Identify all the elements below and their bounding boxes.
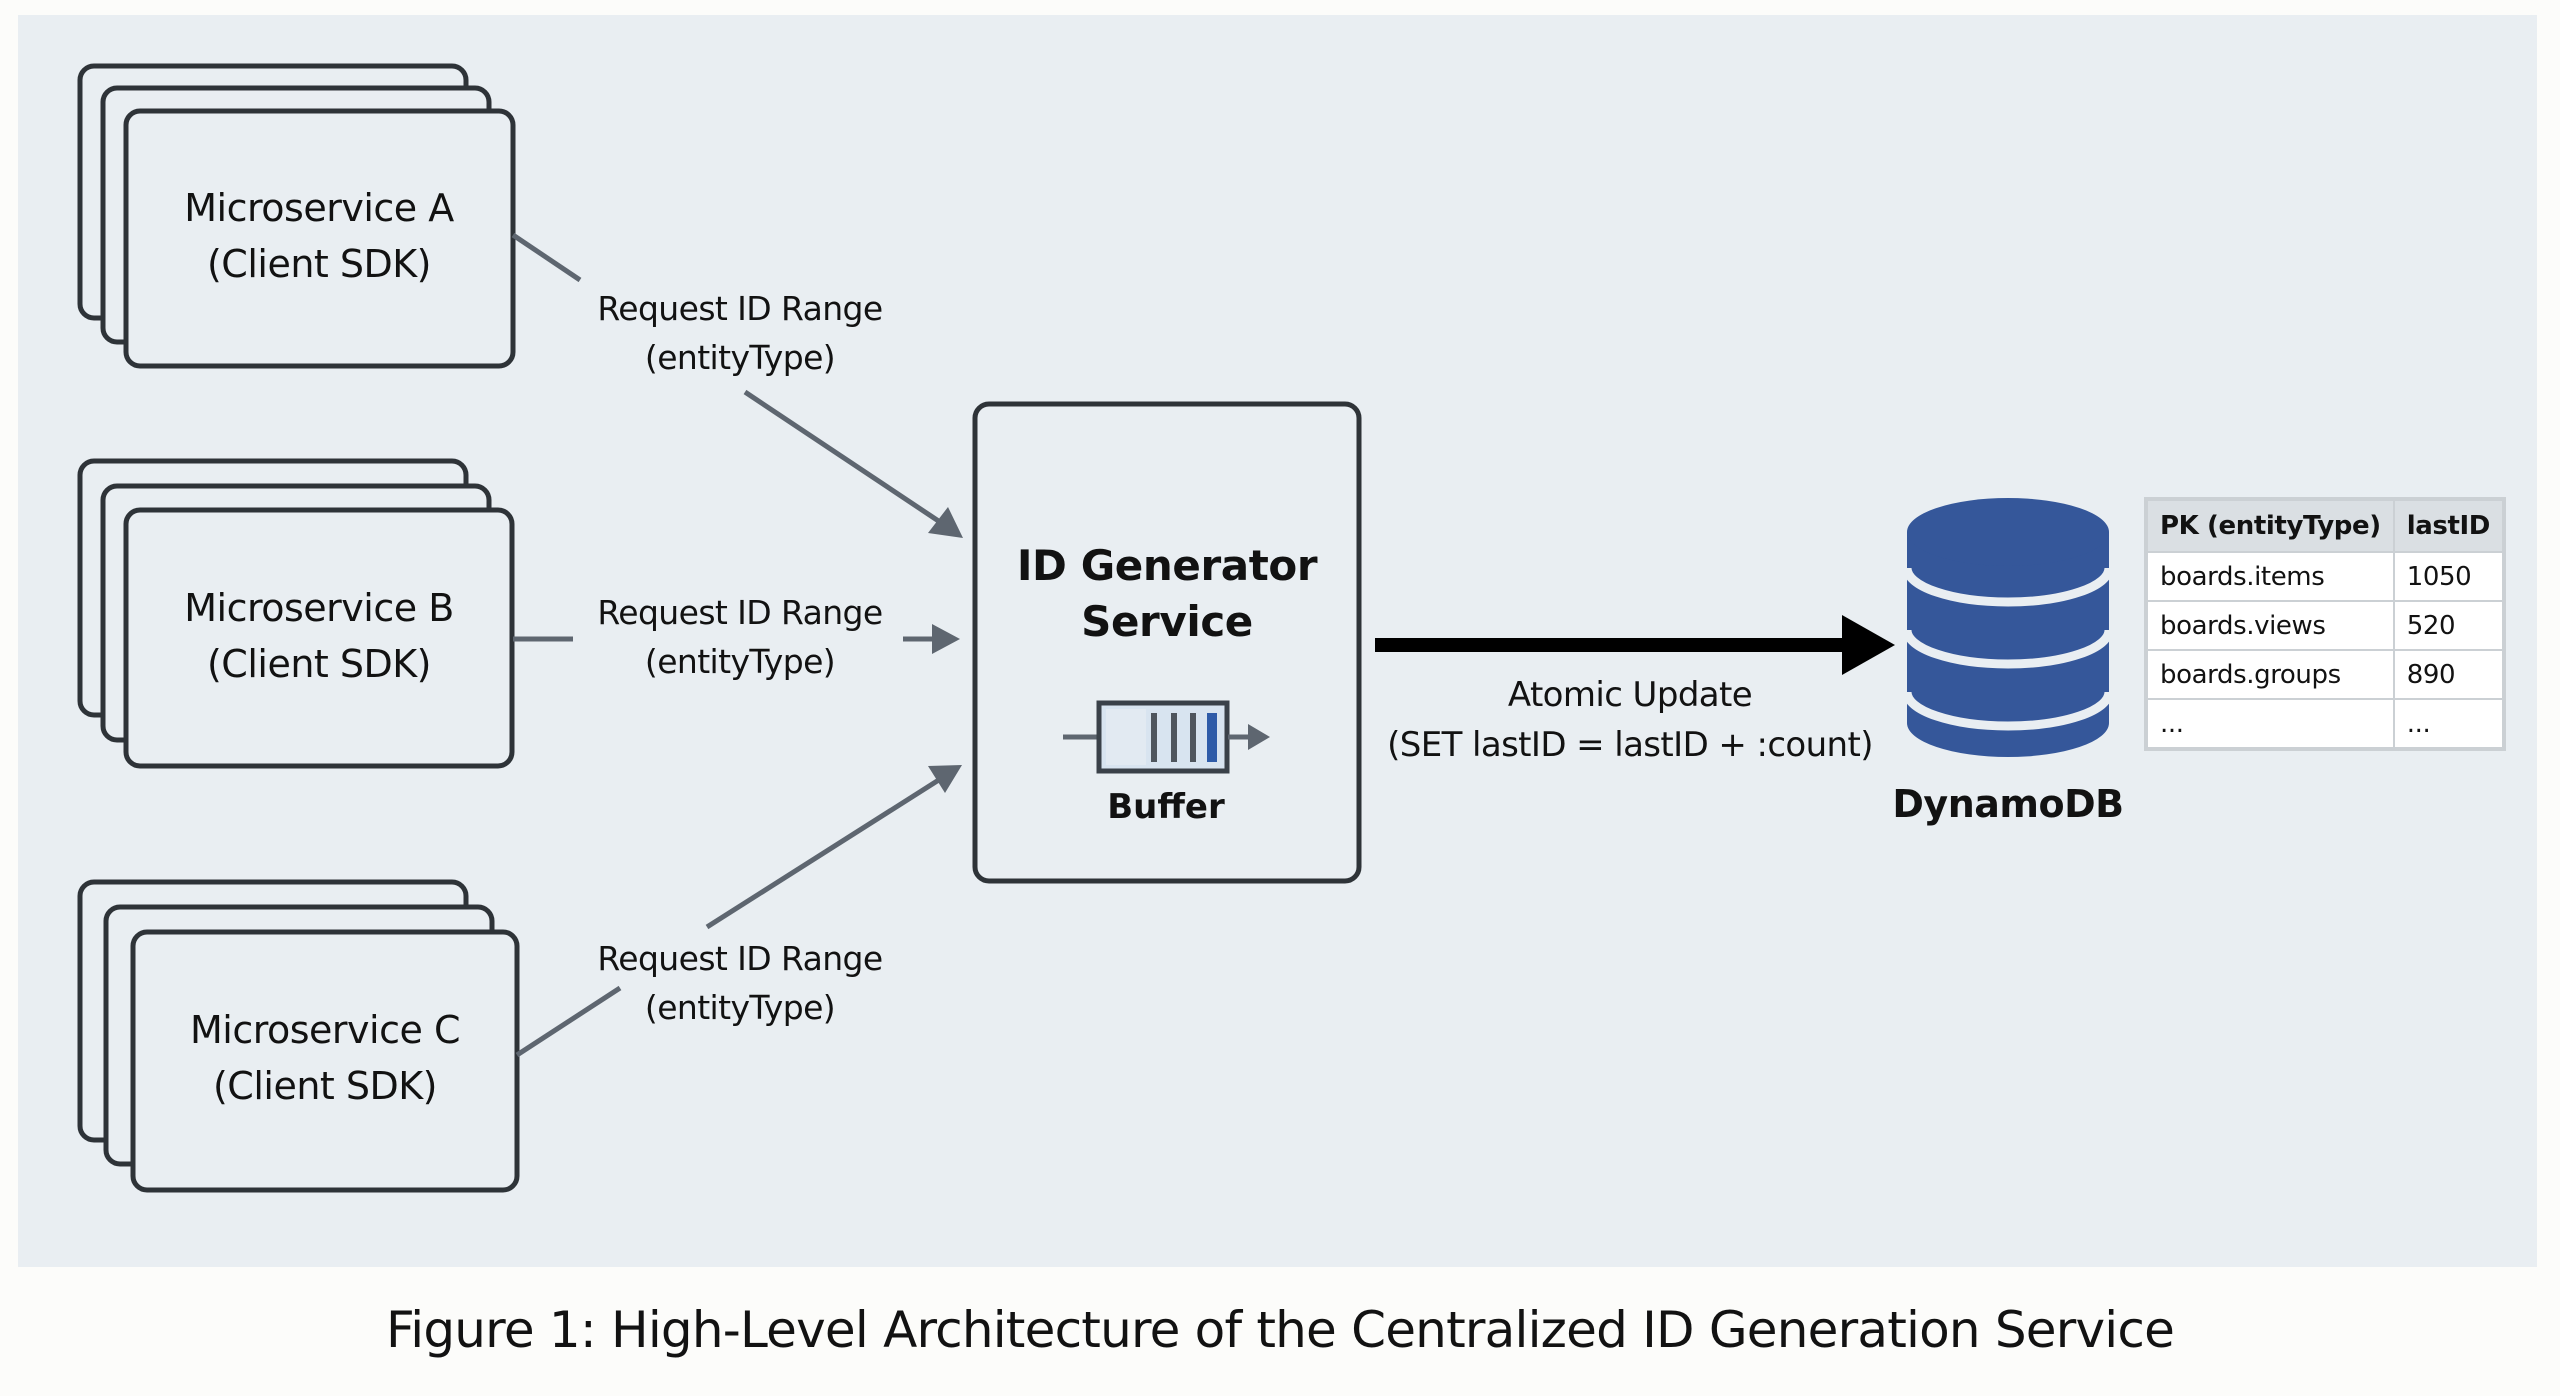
arrowhead-icon <box>932 624 960 654</box>
microservice-b-box[interactable] <box>123 507 515 769</box>
microservice-b-sub: (Client SDK) <box>206 642 432 686</box>
microservice-c-stack <box>77 879 520 1193</box>
table-cell-lastid: ... <box>2392 698 2504 749</box>
arrowhead-icon <box>1842 615 1895 675</box>
atomic-update-label: Atomic Update (SET lastID = lastID + :co… <box>1370 670 1890 770</box>
database-cylinder-icon <box>1902 498 2114 757</box>
table-cell-lastid: 520 <box>2392 600 2504 651</box>
id-generator-box[interactable] <box>972 401 1362 884</box>
table-row: boards.items 1050 <box>2146 551 2504 602</box>
request-arrow-a-tail <box>511 232 582 283</box>
microservice-a-box[interactable] <box>123 108 516 369</box>
request-arrow-c-head-line <box>705 773 947 930</box>
request-arrow-a <box>511 232 963 538</box>
request-label-a-line1: Request ID Range <box>597 289 883 328</box>
microservice-c-sub: (Client SDK) <box>212 1064 438 1108</box>
atomic-update-arrow <box>1375 615 1895 675</box>
atomic-update-expression: (SET lastID = lastID + :count) <box>1387 725 1873 765</box>
dynamodb-label: DynamoDB <box>1892 782 2124 826</box>
table-row: boards.groups 890 <box>2146 649 2504 700</box>
microservice-a-name: Microservice A <box>184 186 454 230</box>
arrowhead-icon <box>928 507 963 538</box>
request-label-a: Request ID Range (entityType) <box>570 284 910 382</box>
figure-caption: Figure 1: High-Level Architecture of the… <box>385 1301 2175 1359</box>
table-cell-pk: boards.items <box>2146 551 2395 602</box>
column-header-pk: PK (entityType) <box>2146 499 2395 553</box>
table-header-row: PK (entityType) lastID <box>2146 499 2504 553</box>
request-label-b-line2: (entityType) <box>644 642 836 681</box>
microservice-b-stack <box>77 458 515 769</box>
column-header-lastid: lastID <box>2392 499 2504 553</box>
table-row: ... ... <box>2146 698 2504 749</box>
request-arrow-b <box>513 624 960 654</box>
atomic-update-title: Atomic Update <box>1507 675 1753 715</box>
request-label-a-line2: (entityType) <box>644 338 836 377</box>
id-generator-title-line1: ID Generator <box>1016 541 1318 590</box>
microservice-c-name: Microservice C <box>189 1008 461 1052</box>
table-row: boards.views 520 <box>2146 600 2504 651</box>
table-cell-lastid: 1050 <box>2392 551 2504 602</box>
microservice-c-box[interactable] <box>130 929 520 1193</box>
table-cell-pk: boards.views <box>2146 600 2395 651</box>
table-cell-lastid: 890 <box>2392 649 2504 700</box>
request-label-c: Request ID Range (entityType) <box>570 934 910 1032</box>
id-generator-title-line2: Service <box>1081 597 1253 646</box>
request-label-b-line1: Request ID Range <box>597 593 883 632</box>
request-arrow-c-tail <box>515 985 622 1058</box>
microservice-a-sub: (Client SDK) <box>206 242 432 286</box>
buffer-label: Buffer <box>1107 787 1225 827</box>
microservice-a-label: Microservice A (Client SDK) <box>119 180 519 292</box>
microservice-b-label: Microservice B (Client SDK) <box>119 580 519 692</box>
dynamodb-table: PK (entityType) lastID boards.items 1050… <box>2146 499 2504 749</box>
request-label-c-line1: Request ID Range <box>597 939 883 978</box>
microservice-a-stack <box>77 63 516 369</box>
request-label-c-line2: (entityType) <box>644 988 836 1027</box>
table-cell-pk: ... <box>2146 698 2395 749</box>
request-arrow-a-head-line <box>743 389 960 537</box>
request-label-b: Request ID Range (entityType) <box>570 588 910 686</box>
id-generator-label: ID Generator Service <box>977 538 1357 650</box>
microservice-b-name: Microservice B <box>184 586 454 630</box>
request-arrow-c <box>515 765 962 1058</box>
table-cell-pk: boards.groups <box>2146 649 2395 700</box>
queue-buffer-icon <box>1063 700 1270 774</box>
microservice-c-label: Microservice C (Client SDK) <box>125 1002 525 1114</box>
arrowhead-icon <box>928 765 962 793</box>
